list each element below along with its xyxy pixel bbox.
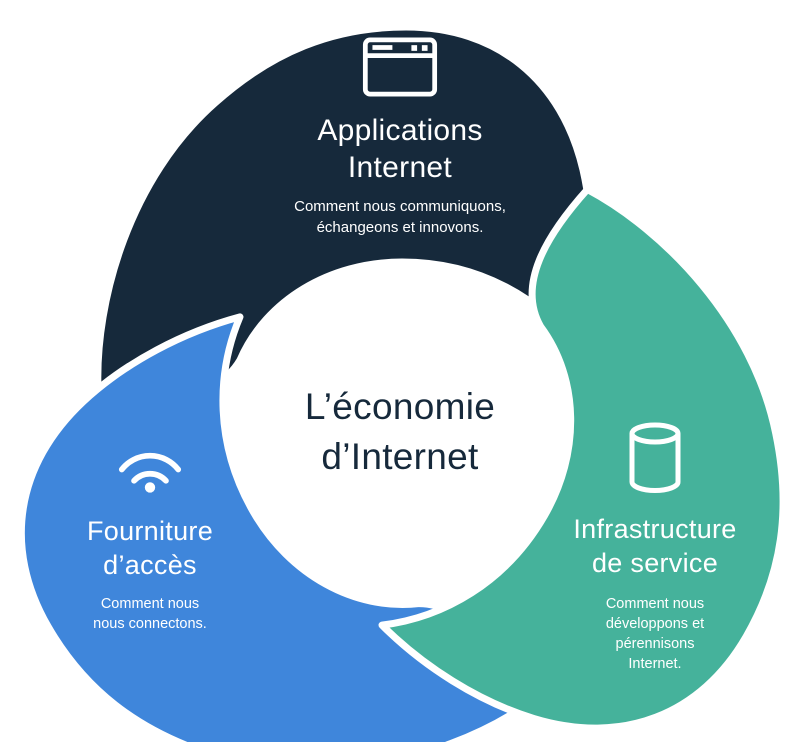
petal-description-line: échangeons et innovons. (316, 219, 484, 236)
center-title-line: d’Internet (321, 436, 479, 477)
petal-description: Comment nous développons et pérennisons … (544, 594, 766, 674)
petal-infrastructure-service: Infrastructure de service Comment nous d… (544, 422, 766, 674)
center-title: L’économie d’Internet (250, 382, 550, 482)
petal-title-line: d’accès (103, 550, 197, 580)
petal-description-line: Internet. (628, 656, 682, 672)
petal-title-line: Applications (317, 114, 483, 147)
petal-description: Comment nous nous connectons. (40, 594, 260, 634)
center-title-line: L’économie (304, 386, 496, 427)
petal-description-line: Comment nous communiquons, (294, 198, 506, 215)
petal-description-line: développons et (605, 616, 705, 632)
petal-description-line: pérennisons (615, 636, 695, 652)
petal-description-line: Comment nous (100, 596, 200, 612)
petal-description-line: nous connectons. (93, 616, 207, 632)
petal-title: Applications Internet (240, 112, 560, 186)
petal-description-line: Comment nous (605, 596, 705, 612)
petal-title-line: de service (591, 548, 719, 578)
petal-title-line: Infrastructure (573, 514, 737, 544)
petal-title: Infrastructure de service (544, 512, 766, 580)
petal-applications-internet: Applications Internet Comment nous commu… (240, 36, 560, 238)
browser-window-icon (240, 36, 560, 98)
petal-title-line: Internet (347, 151, 453, 184)
wifi-icon (40, 430, 260, 494)
petal-description: Comment nous communiquons, échangeons et… (240, 196, 560, 238)
database-icon (544, 422, 766, 494)
petal-title: Fourniture d’accès (40, 514, 260, 582)
petal-fourniture-acces: Fourniture d’accès Comment nous nous con… (40, 430, 260, 634)
petal-title-line: Fourniture (86, 516, 214, 546)
